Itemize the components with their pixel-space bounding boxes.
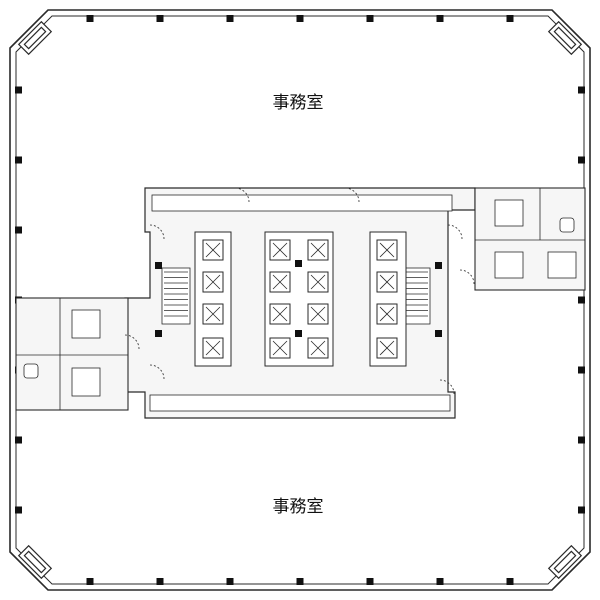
- elevator-cross: [272, 274, 288, 290]
- column: [578, 366, 585, 374]
- column: [436, 15, 444, 22]
- elevator: [202, 239, 224, 261]
- elevator: [307, 239, 329, 261]
- elevator: [269, 337, 291, 359]
- door-swing: [447, 224, 463, 240]
- door-swing: [439, 379, 455, 395]
- column: [15, 156, 22, 164]
- elevator-cross: [205, 340, 221, 356]
- elevator: [376, 271, 398, 293]
- elevator-cross: [310, 274, 326, 290]
- door-swing: [234, 187, 250, 203]
- elevator-cross: [205, 242, 221, 258]
- column: [578, 86, 585, 94]
- elevator: [269, 303, 291, 325]
- door-swing: [459, 269, 475, 285]
- elevator: [202, 337, 224, 359]
- elevator-cross: [310, 242, 326, 258]
- elevator: [269, 239, 291, 261]
- corner-bottom-left: [17, 544, 53, 580]
- elevator-cross: [205, 306, 221, 322]
- door-swing: [149, 364, 165, 380]
- room-label-top: 事務室: [273, 93, 324, 113]
- column: [506, 578, 514, 585]
- elevator: [307, 271, 329, 293]
- right-annex: [474, 187, 586, 291]
- column: [506, 15, 514, 22]
- column: [366, 578, 374, 585]
- corner-features: [17, 20, 583, 580]
- column: [578, 156, 585, 164]
- column: [86, 578, 94, 585]
- column: [578, 436, 585, 444]
- core-corridor-bottom: [149, 394, 451, 412]
- elevator: [376, 337, 398, 359]
- core-columns: [155, 260, 442, 337]
- elevator: [307, 303, 329, 325]
- stair-left: [161, 267, 191, 325]
- column: [226, 578, 234, 585]
- column: [226, 15, 234, 22]
- elevator-banks: [194, 231, 407, 367]
- exterior-wall-outer: [9, 9, 591, 591]
- stairs: [161, 267, 431, 325]
- door-swings: [124, 187, 475, 395]
- column: [15, 436, 22, 444]
- door-swing: [149, 224, 165, 240]
- column: [15, 506, 22, 514]
- elevator: [307, 337, 329, 359]
- column: [296, 15, 304, 22]
- corner-top-right: [547, 20, 583, 56]
- elevator: [376, 239, 398, 261]
- elevator-cross: [379, 242, 395, 258]
- elevator-cross: [379, 340, 395, 356]
- elevator: [376, 303, 398, 325]
- elevator: [202, 271, 224, 293]
- column: [296, 578, 304, 585]
- elevator-cross: [272, 242, 288, 258]
- door-swing: [344, 187, 360, 203]
- corner-top-left: [17, 20, 53, 56]
- core-corridor-top: [151, 194, 453, 212]
- elevator: [202, 303, 224, 325]
- elevator-cross: [310, 306, 326, 322]
- column: [578, 296, 585, 304]
- elevator-cross: [379, 306, 395, 322]
- elevator-cross: [310, 340, 326, 356]
- column: [156, 15, 164, 22]
- column: [366, 15, 374, 22]
- room-label-bottom: 事務室: [273, 497, 324, 517]
- elevator-cross: [205, 274, 221, 290]
- elevator-cross: [272, 306, 288, 322]
- column: [436, 578, 444, 585]
- left-annex: [15, 297, 129, 411]
- corner-bottom-right: [547, 544, 583, 580]
- stair-right: [401, 267, 431, 325]
- column: [578, 506, 585, 514]
- column: [15, 226, 22, 234]
- column: [15, 86, 22, 94]
- elevator-cross: [272, 340, 288, 356]
- column: [86, 15, 94, 22]
- elevator-cross: [379, 274, 395, 290]
- column: [156, 578, 164, 585]
- door-swing: [124, 334, 140, 350]
- elevator: [269, 271, 291, 293]
